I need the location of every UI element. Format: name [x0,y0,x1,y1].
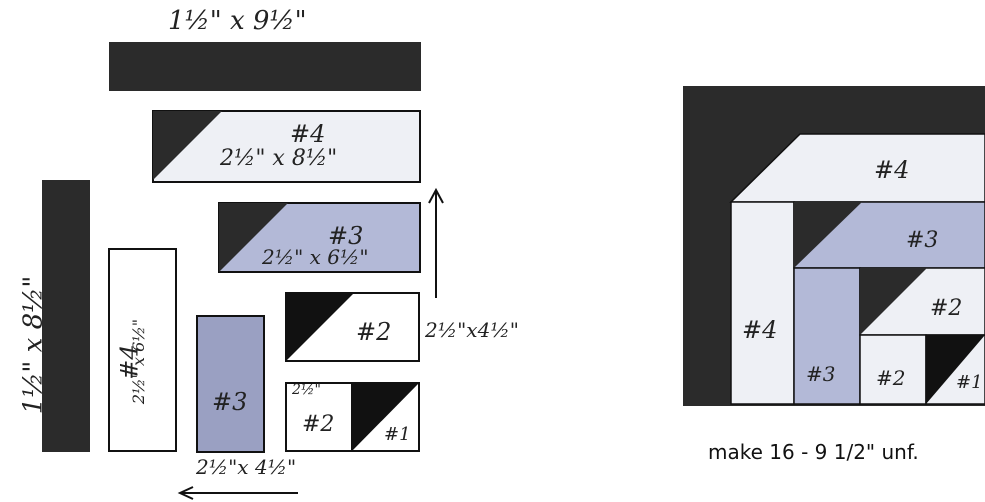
piece-4-vertical [108,248,177,452]
block-label-1: #1 [956,372,983,393]
side-strip [42,180,90,452]
piece-3-number: #3 [328,222,364,250]
piece-3-vertical [196,315,265,453]
arrow-left-icon [177,486,298,500]
block-label-2-bottom: #2 [876,366,906,390]
piece-1-number-2: #2 [302,412,335,437]
piece-2-number: #2 [356,318,392,346]
piece-2-size: 2½"x4½" [425,318,519,342]
block-label-3-top: #3 [906,228,939,253]
piece-3-vertical-number: #3 [212,388,248,416]
side-strip-label: 1½" x 8½" [18,275,49,415]
piece-1-size: 2½" [292,382,321,398]
piece-1-number-1: #1 [384,424,411,445]
block-label-3-side: #3 [806,362,836,386]
block-caption: make 16 - 9 1/2" unf. [708,440,919,464]
piece-1-block [285,382,420,452]
piece-4-number: #4 [290,120,326,148]
top-strip [109,42,421,91]
arrow-up-icon [428,187,444,298]
piece-4-horizontal [152,110,421,183]
piece-3-horizontal [218,202,421,273]
piece-3-size: 2½" x 6½" [262,245,369,269]
piece-3-vertical-size: 2½"x 4½" [196,455,297,479]
block-label-4-side: #4 [742,316,778,344]
piece-2-horizontal [285,292,420,362]
piece-4-size: 2½" x 8½" [220,146,338,171]
block-label-4-top: #4 [874,156,910,184]
block-label-2-top: #2 [930,296,963,321]
finished-block [683,86,985,406]
top-strip-label: 1½" x 9½" [168,6,307,36]
piece-4-vertical-size: 2½" x 6½" [129,318,149,405]
